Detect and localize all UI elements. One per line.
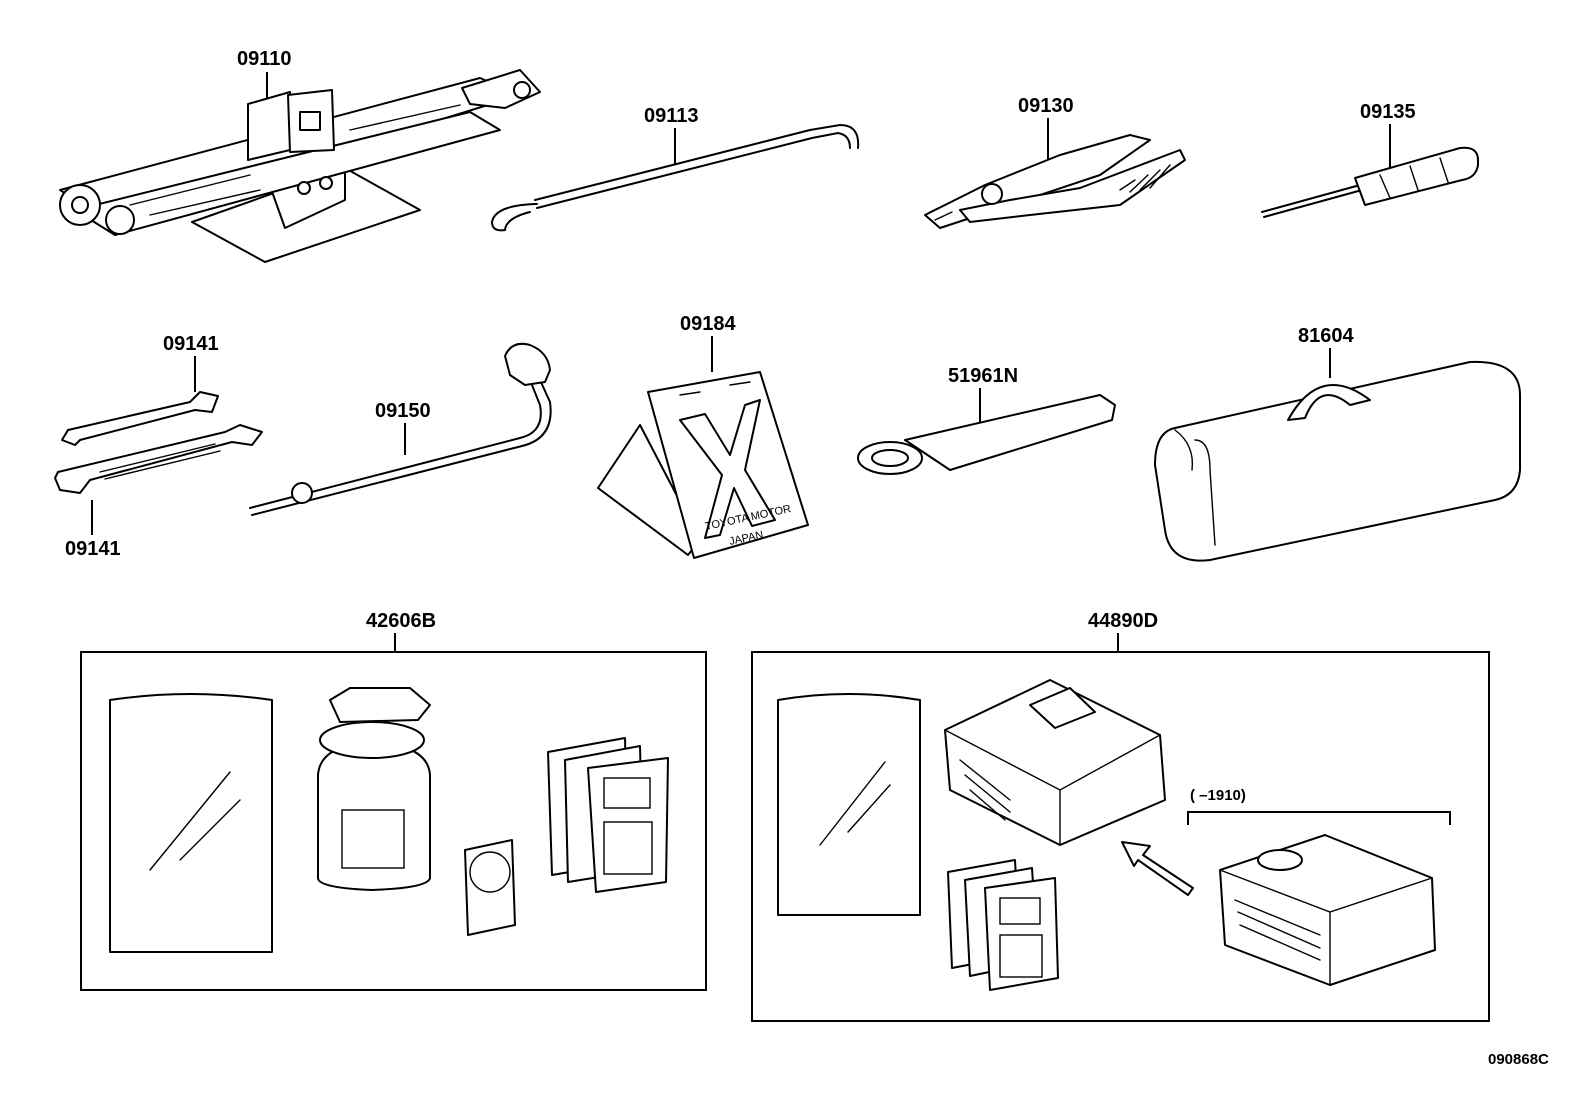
diagram-id: 090868C [1488, 1051, 1549, 1068]
repair-kit-group: 42606B [80, 610, 707, 991]
label-towing-eye: 51961N [948, 365, 1018, 387]
label-wrench-top: 09141 [163, 333, 219, 355]
pliers-illustration: 09130 [924, 95, 1186, 229]
label-jack: 09110 [237, 48, 292, 70]
compressor-range-note: ( –1910) [1190, 787, 1246, 804]
screwdriver-illustration: 09135 [1261, 101, 1479, 218]
label-lug-wrench: 09150 [375, 400, 431, 422]
jack-handle-illustration: 09113 [490, 105, 860, 232]
wrench-set-illustration: 09141 09141 [54, 333, 263, 560]
lug-wrench-illustration: 09150 [249, 342, 552, 516]
label-pliers: 09130 [1018, 95, 1074, 117]
label-wrench-bottom: 09141 [65, 538, 121, 560]
towing-eye-illustration: 51961N [857, 365, 1116, 475]
tool-bag-illustration: 81604 [1154, 325, 1521, 562]
label-warning-plate: 09184 [680, 313, 736, 335]
compressor-kit-group: 44890D ( –1910) [751, 610, 1490, 1022]
label-tool-bag: 81604 [1298, 325, 1354, 347]
label-repair-kit: 42606B [366, 610, 436, 632]
jack-illustration: 09110 [59, 48, 541, 263]
warning-plate-illustration: 09184 TOYOTA MOTOR JAPAN [597, 313, 809, 559]
label-screwdriver: 09135 [1360, 101, 1416, 123]
label-jack-handle: 09113 [644, 105, 699, 127]
label-compressor-kit: 44890D [1088, 610, 1158, 632]
